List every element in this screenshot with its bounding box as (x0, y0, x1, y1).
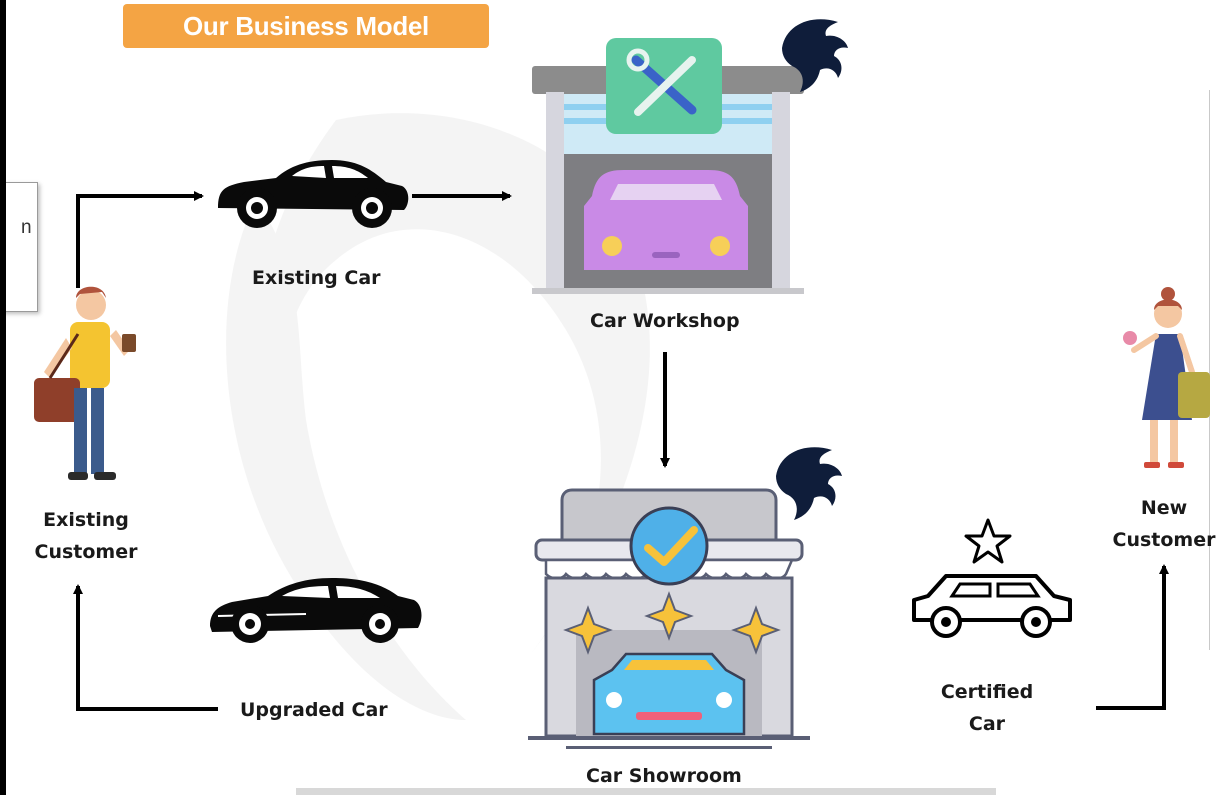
connectors (73, 191, 1169, 711)
arrow-customer-to-existing-car (76, 191, 204, 288)
certified-car-icon (912, 518, 1072, 638)
new-customer-label: New Customer (1112, 497, 1216, 551)
car-showroom-label: Car Showroom (586, 765, 742, 787)
side-panel-text: n (21, 217, 32, 238)
title-badge: Our Business Model (123, 4, 489, 48)
car-showroom-icon (528, 447, 842, 749)
right-edge-panel (1209, 90, 1223, 650)
existing-customer-label: Existing Customer (34, 509, 138, 563)
arrow-upgraded-car-to-customer (73, 584, 218, 711)
certified-car-label: Certified Car (940, 681, 1034, 735)
new-customer-person-icon (1123, 287, 1210, 468)
diagram-canvas: n Our Business Model (6, 0, 1223, 795)
existing-customer-person-icon (34, 286, 136, 480)
car-workshop-icon (532, 19, 848, 294)
side-panel: n (6, 182, 38, 312)
existing-car-label: Existing Car (252, 267, 381, 289)
upgraded-car-label: Upgraded Car (240, 699, 388, 721)
upgraded-car-icon (210, 578, 422, 643)
bottom-edge-strip (296, 788, 996, 795)
existing-car-icon (218, 160, 409, 228)
car-workshop-label: Car Workshop (590, 310, 740, 332)
arrow-certified-car-to-new-customer (1096, 564, 1169, 710)
page-title: Our Business Model (183, 10, 429, 41)
